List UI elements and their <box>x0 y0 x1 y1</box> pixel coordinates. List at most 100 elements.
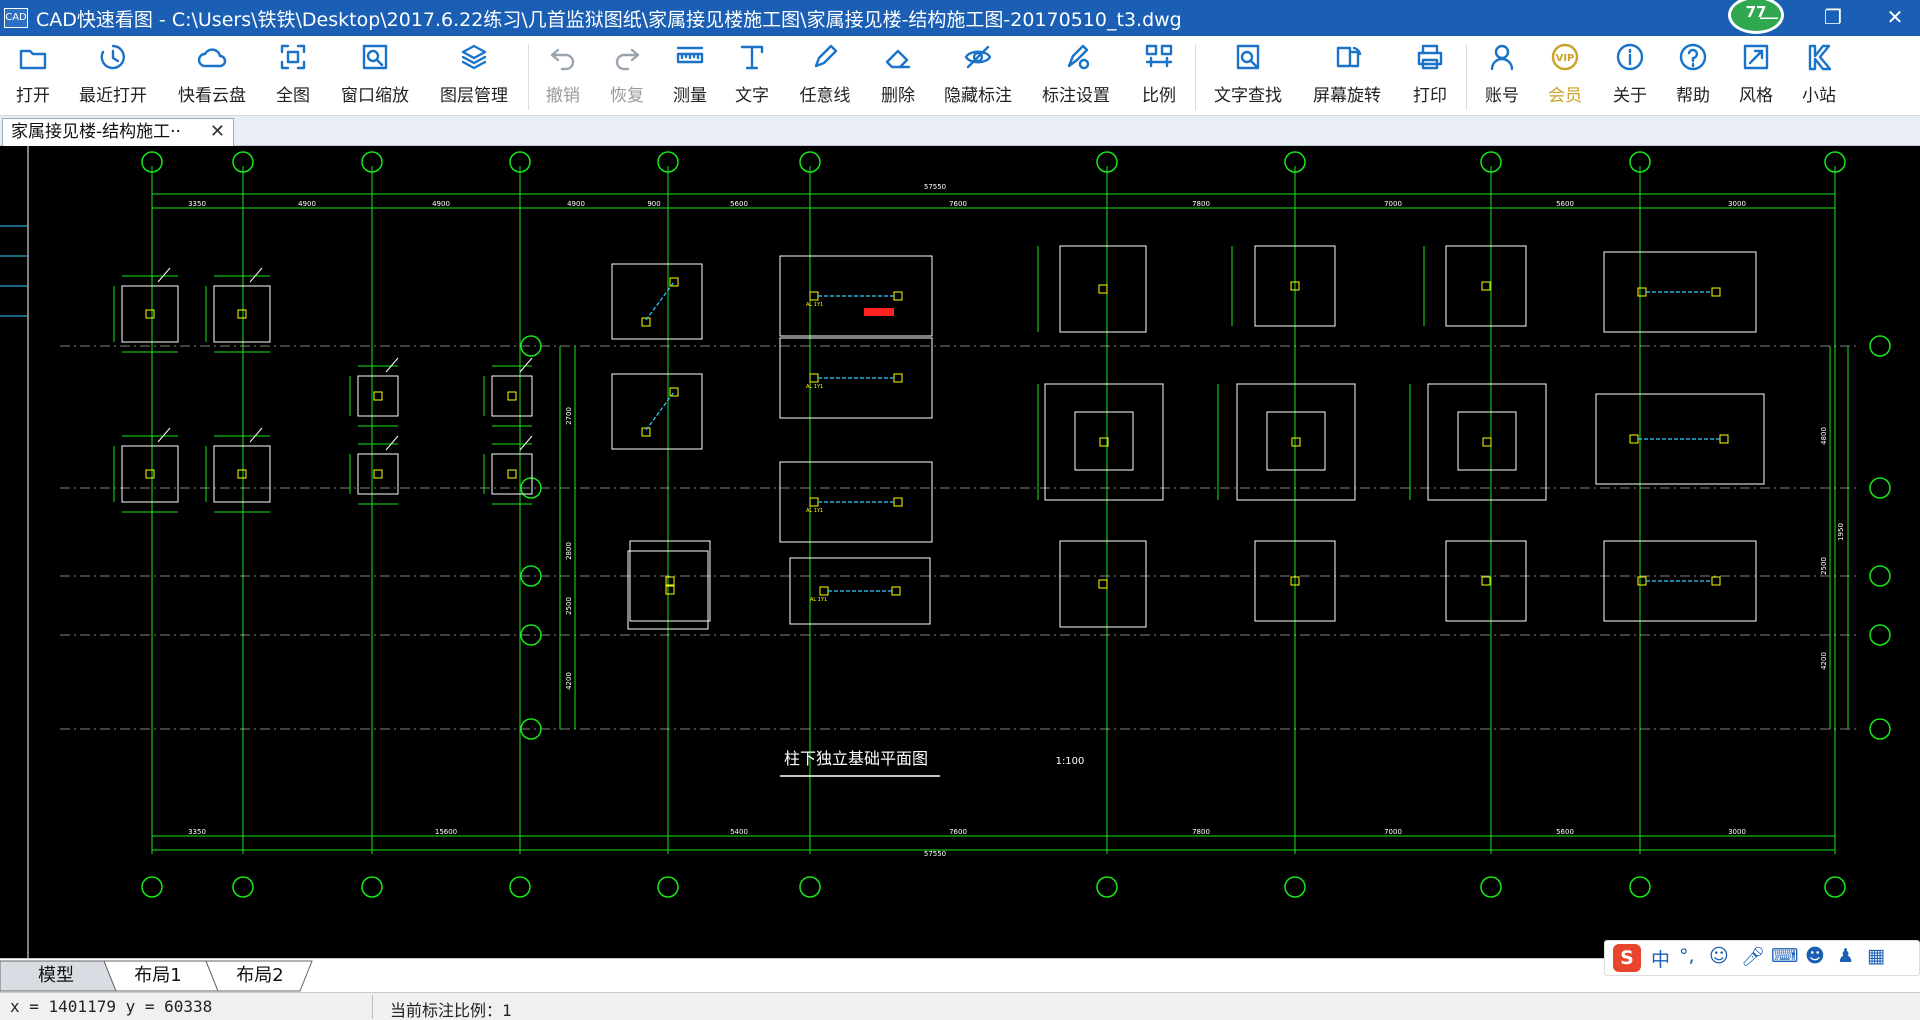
leader-line <box>157 427 171 443</box>
toolbar-label: 隐藏标注 <box>944 86 1012 106</box>
notification-badge[interactable]: 77 <box>1728 0 1784 34</box>
sogou-logo-icon[interactable]: S <box>1613 944 1641 972</box>
toolbar-redo-button[interactable]: 恢复 <box>587 42 667 112</box>
toolbar-zoom-window-button[interactable]: 窗口缩放 <box>335 42 415 112</box>
footing-outline <box>357 453 399 495</box>
column-marker <box>809 373 819 383</box>
toolbar-rotate-screen-button[interactable]: 屏幕旋转 <box>1307 42 1387 112</box>
column-marker <box>507 469 517 479</box>
document-tab-strip: 家属接见楼-结构施工·· ✕ <box>0 116 1920 146</box>
toolbar-style-button[interactable]: 风格 <box>1716 42 1796 112</box>
column-marker <box>1481 576 1491 586</box>
user-group-icon[interactable]: ☻ <box>1805 945 1825 967</box>
grid-bubble <box>520 477 542 499</box>
toolbar-annotation-settings-button[interactable]: 标注设置 <box>1036 42 1116 112</box>
user-icon <box>1490 44 1514 71</box>
grid-bubble <box>520 565 542 587</box>
toolbar-printer-button[interactable]: 打印 <box>1390 42 1470 112</box>
toolbar-user-button[interactable]: 账号 <box>1462 42 1542 112</box>
toolbar-text-button[interactable]: 文字 <box>712 42 792 112</box>
toolbar-help-button[interactable]: 帮助 <box>1653 42 1733 112</box>
keyboard-icon[interactable]: ⌨ <box>1771 945 1799 967</box>
grid-bubble <box>141 151 163 173</box>
grid-bubble <box>1480 876 1502 898</box>
grid-bubble <box>520 718 542 740</box>
toolbar-cloud-button[interactable]: 快看云盘 <box>172 42 252 112</box>
title-bar: CAD CAD快速看图 - C:\Users\铁铁\Desktop\2017.6… <box>0 0 1920 36</box>
ime-lang-toggle[interactable]: 中 <box>1651 949 1671 971</box>
close-icon[interactable]: ✕ <box>1886 5 1904 29</box>
ime-punct-toggle[interactable]: °, <box>1679 945 1695 967</box>
tie-beam <box>645 391 675 431</box>
zoom-window-icon <box>362 44 388 70</box>
folder-open-icon <box>19 49 47 70</box>
emoji-icon[interactable]: ☺ <box>1709 945 1729 967</box>
column-marker <box>373 469 383 479</box>
printer-icon <box>1417 44 1443 70</box>
toolbar-fit-view-button[interactable]: 全图 <box>253 42 333 112</box>
top-dimension: 4900 <box>298 200 316 208</box>
toolbar-text-search-button[interactable]: 文字查找 <box>1208 42 1288 112</box>
toolbar-undo-button[interactable]: 撤销 <box>523 42 603 112</box>
toolbar-station-button[interactable]: 小站 <box>1779 42 1859 112</box>
footing-step <box>1074 411 1134 471</box>
ime-toolbar[interactable]: S 中 °, ☺ 🎤︎ ⌨ ☻ ♟ ▦ <box>1604 940 1920 976</box>
grid-bubble <box>1284 876 1306 898</box>
footing-outline <box>627 550 709 630</box>
column-marker <box>891 586 901 596</box>
right-dimension: 1950 <box>1837 523 1845 541</box>
tab-layout2[interactable]: 布局2 <box>236 965 284 986</box>
toolbar-eraser-button[interactable]: 删除 <box>858 42 938 112</box>
settings-grid-icon[interactable]: ▦ <box>1867 945 1885 967</box>
column-marker <box>1711 576 1721 586</box>
grid-bubble <box>1480 151 1502 173</box>
toolbar-separator <box>528 44 529 110</box>
close-icon[interactable]: ✕ <box>209 121 225 142</box>
grid-bubble <box>1096 151 1118 173</box>
svg-text:VIP: VIP <box>1556 53 1575 64</box>
grid-bubble <box>361 876 383 898</box>
footing-outline <box>213 285 271 343</box>
column-marker <box>1291 437 1301 447</box>
eye-hide-icon <box>964 45 992 69</box>
grid-bubble <box>1869 477 1891 499</box>
rotate-screen-icon <box>1336 46 1362 68</box>
column-marker <box>1290 576 1300 586</box>
column-marker <box>1098 284 1108 294</box>
restore-icon[interactable]: ❐ <box>1824 5 1842 29</box>
toolbar-layers-button[interactable]: 图层管理 <box>434 42 514 112</box>
toolbar-label: 风格 <box>1739 86 1773 106</box>
toolbar-label: 全图 <box>276 86 310 106</box>
tab-layout1[interactable]: 布局1 <box>134 965 182 986</box>
toolbar-pen-button[interactable]: 任意线 <box>785 42 865 112</box>
column-marker <box>1637 576 1647 586</box>
top-dimension: 900 <box>647 200 660 208</box>
toolbar-label: 小站 <box>1802 86 1836 106</box>
fit-view-icon <box>280 44 306 70</box>
skin-shirt-icon[interactable]: ♟ <box>1837 945 1855 967</box>
toolbar-scale-button[interactable]: 比例 <box>1119 42 1199 112</box>
bottom-dimension: 3000 <box>1728 828 1746 836</box>
grid-bubble <box>1869 624 1891 646</box>
minimize-icon[interactable]: — <box>1759 5 1779 29</box>
footing-outline <box>789 557 931 625</box>
column-marker <box>145 469 155 479</box>
top-dimension: 7800 <box>1192 200 1210 208</box>
toolbar-eye-hide-button[interactable]: 隐藏标注 <box>938 42 1018 112</box>
tab-model[interactable]: 模型 <box>38 965 74 986</box>
toolbar-ruler-button[interactable]: 测量 <box>650 42 730 112</box>
style-icon <box>1743 44 1769 70</box>
layers-icon <box>461 44 487 70</box>
bottom-dimension: 7800 <box>1192 828 1210 836</box>
toolbar-info-button[interactable]: 关于 <box>1590 42 1670 112</box>
toolbar-history-button[interactable]: 最近打开 <box>73 42 153 112</box>
toolbar-folder-open-button[interactable]: 打开 <box>0 42 73 112</box>
document-tab[interactable]: 家属接见楼-结构施工·· ✕ <box>2 118 234 146</box>
microphone-icon[interactable]: 🎤︎ <box>1741 946 1766 968</box>
text-icon <box>740 45 764 70</box>
toolbar-label: 屏幕旋转 <box>1313 86 1381 106</box>
